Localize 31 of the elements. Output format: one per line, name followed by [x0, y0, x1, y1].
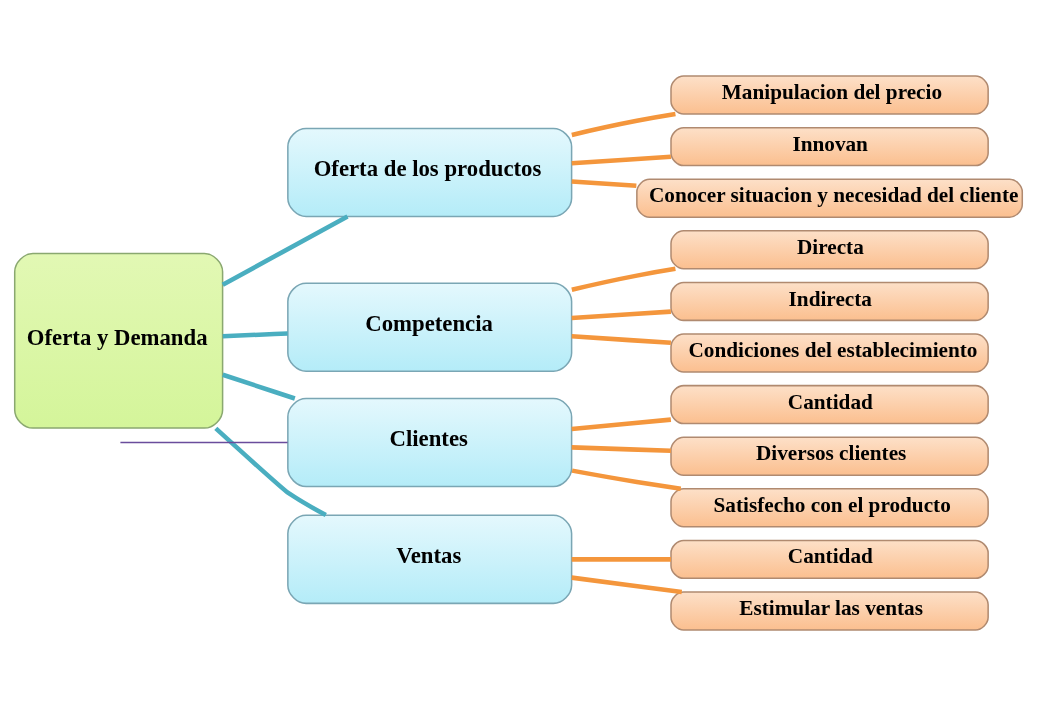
connector	[571, 416, 672, 431]
connector	[222, 330, 288, 339]
node-box: Oferta y Demanda	[13, 252, 224, 429]
node-box: Cantidad	[670, 384, 989, 424]
node-box: Diversos clientes	[670, 435, 989, 476]
node-box: Condiciones del establecimiento	[670, 332, 989, 373]
node-box: Satisfecho con el producto	[670, 487, 989, 527]
node-box: Manipulacion del precio	[670, 74, 989, 115]
connector	[221, 214, 349, 287]
connector	[571, 467, 682, 491]
node-box: Directa	[670, 229, 989, 270]
node-box: Competencia	[287, 281, 573, 372]
node-box: Conocer situacion y necesidad del cliente	[636, 178, 1024, 218]
node-box: Estimular las ventas	[670, 590, 989, 631]
node-box: Cantidad	[670, 539, 989, 579]
connector	[222, 372, 296, 401]
node-box: Innovan	[670, 126, 989, 166]
connector	[571, 178, 637, 188]
connector	[571, 308, 672, 320]
connector	[571, 556, 671, 562]
node-box: Oferta de los productos	[287, 127, 573, 217]
connector	[571, 111, 676, 137]
connector	[571, 154, 672, 166]
connector	[571, 333, 672, 345]
connector	[571, 266, 676, 292]
node-box: Indirecta	[670, 281, 989, 321]
node-box: Clientes	[287, 397, 573, 487]
connector	[571, 444, 671, 453]
node-box: Ventas	[287, 514, 573, 604]
connector	[571, 574, 683, 594]
connector	[119, 441, 289, 443]
